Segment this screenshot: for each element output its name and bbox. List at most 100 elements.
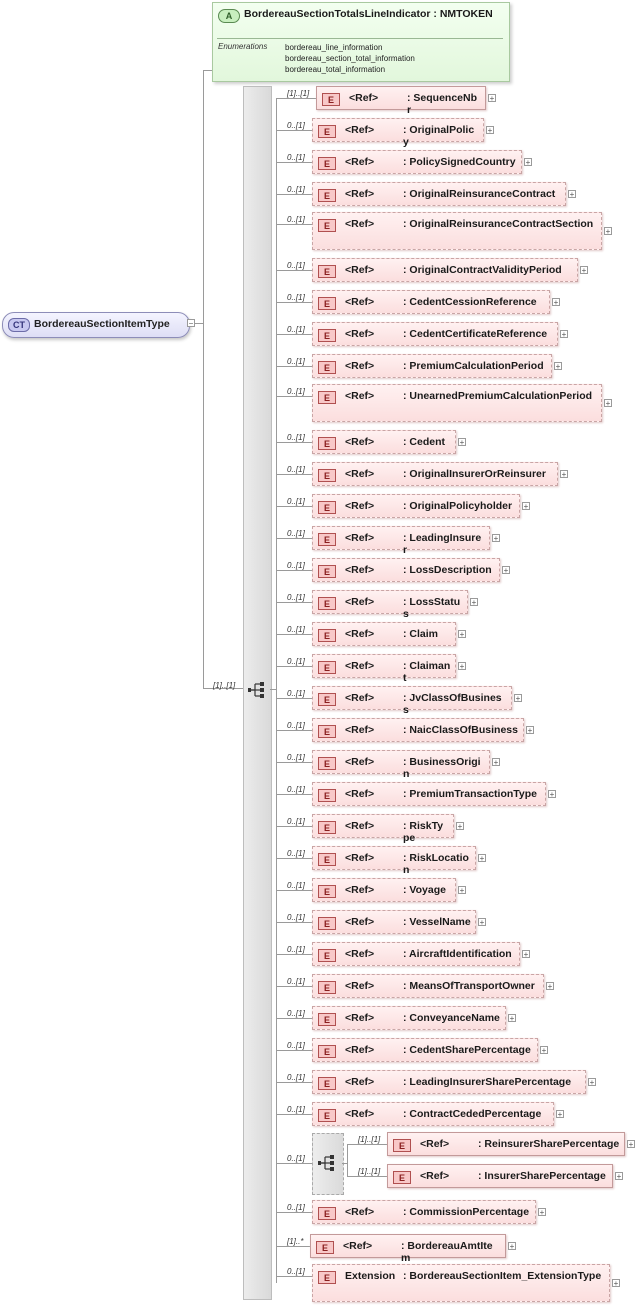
- expand-icon[interactable]: +: [560, 470, 568, 479]
- expand-icon[interactable]: +: [615, 1172, 623, 1181]
- element-box[interactable]: E<Ref>: LeadingInsurerSharePercentage: [312, 1070, 586, 1094]
- expand-icon[interactable]: +: [492, 534, 500, 543]
- element-box[interactable]: E<Ref>: PremiumTransactionType: [312, 782, 546, 806]
- expand-icon[interactable]: +: [492, 758, 500, 767]
- expand-icon[interactable]: +: [612, 1279, 620, 1288]
- element-badge: E: [318, 917, 336, 930]
- expand-icon[interactable]: +: [604, 227, 612, 236]
- element-multiplicity: 0..[1]: [287, 387, 305, 396]
- element-kind: <Ref>: [345, 948, 375, 960]
- expand-icon[interactable]: +: [627, 1140, 635, 1149]
- element-box[interactable]: E<Ref>: Voyage: [312, 878, 456, 902]
- element-box[interactable]: E<Ref>: ReinsurerSharePercentage: [387, 1132, 625, 1156]
- expand-icon[interactable]: +: [514, 694, 522, 703]
- expand-icon[interactable]: +: [524, 158, 532, 167]
- element-multiplicity: 0..[1]: [287, 465, 305, 474]
- expand-icon[interactable]: +: [546, 982, 554, 991]
- element-box[interactable]: E<Ref>: OriginalPolicyholder: [312, 494, 520, 518]
- element-box[interactable]: E<Ref>: Cedent: [312, 430, 456, 454]
- expand-icon[interactable]: +: [556, 1110, 564, 1119]
- expand-icon[interactable]: +: [538, 1208, 546, 1217]
- expand-icon[interactable]: +: [502, 566, 510, 575]
- element-box[interactable]: E<Ref>: OriginalReinsuranceContractSecti…: [312, 212, 602, 250]
- element-box[interactable]: E<Ref>: BordereauAmtItem: [310, 1234, 506, 1264]
- expand-icon[interactable]: +: [486, 126, 494, 135]
- collapse-icon[interactable]: −: [187, 319, 195, 328]
- expand-icon[interactable]: +: [522, 950, 530, 959]
- attribute-box[interactable]: A BordereauSectionTotalsLineIndicator : …: [212, 2, 510, 82]
- element-name: : PolicySignedCountry: [403, 156, 516, 168]
- element-box[interactable]: E<Ref>: NaicClassOfBusiness: [312, 718, 524, 742]
- element-box[interactable]: E<Ref>: LeadingInsurer: [312, 526, 490, 556]
- expand-icon[interactable]: +: [458, 662, 466, 671]
- expand-icon[interactable]: +: [540, 1046, 548, 1055]
- element-box[interactable]: E<Ref>: OriginalReinsuranceContract: [312, 182, 566, 206]
- element-box[interactable]: E<Ref>: CedentSharePercentage: [312, 1038, 538, 1062]
- expand-icon[interactable]: +: [588, 1078, 596, 1087]
- expand-icon[interactable]: +: [478, 854, 486, 863]
- element-badge: E: [318, 1109, 336, 1122]
- expand-icon[interactable]: +: [508, 1014, 516, 1023]
- element-box[interactable]: E<Ref>: PolicySignedCountry: [312, 150, 522, 174]
- element-name: : CommissionPercentage: [403, 1206, 530, 1218]
- element-box[interactable]: E<Ref>: SequenceNbr: [316, 86, 486, 116]
- expand-icon[interactable]: +: [568, 190, 576, 199]
- expand-icon[interactable]: +: [522, 502, 530, 511]
- element-badge: E: [318, 219, 336, 232]
- expand-icon[interactable]: +: [458, 886, 466, 895]
- element-box[interactable]: E<Ref>: MeansOfTransportOwner: [312, 974, 544, 998]
- connector-line: [276, 474, 312, 475]
- connector-line: [276, 1276, 312, 1277]
- element-name: : Cedent: [403, 436, 445, 448]
- element-box[interactable]: E<Ref>: VesselName: [312, 910, 476, 934]
- expand-icon[interactable]: +: [548, 790, 556, 799]
- element-box[interactable]: E<Ref>: Claim: [312, 622, 456, 646]
- element-box[interactable]: E<Ref>: ContractCededPercentage: [312, 1102, 554, 1126]
- element-badge: E: [318, 1207, 336, 1220]
- expand-icon[interactable]: +: [458, 630, 466, 639]
- element-kind: <Ref>: [345, 756, 375, 768]
- element-box[interactable]: E<Ref>: CedentCessionReference: [312, 290, 550, 314]
- expand-icon[interactable]: +: [580, 266, 588, 275]
- connector-line: [276, 730, 312, 731]
- element-box[interactable]: E<Ref>: OriginalInsurerOrReinsurer: [312, 462, 558, 486]
- expand-icon[interactable]: +: [508, 1242, 516, 1251]
- expand-icon[interactable]: +: [478, 918, 486, 927]
- element-box[interactable]: E<Ref>: InsurerSharePercentage: [387, 1164, 613, 1188]
- element-box[interactable]: E<Ref>: OriginalContractValidityPeriod: [312, 258, 578, 282]
- element-kind: <Ref>: [345, 1012, 375, 1024]
- element-box[interactable]: E<Ref>: BusinessOrigin: [312, 750, 490, 780]
- element-box[interactable]: E<Ref>: CedentCertificateReference: [312, 322, 558, 346]
- expand-icon[interactable]: +: [604, 399, 612, 408]
- expand-icon[interactable]: +: [552, 298, 560, 307]
- element-kind: <Ref>: [420, 1138, 450, 1150]
- connector-line: [276, 1082, 312, 1083]
- element-box[interactable]: E<Ref>: RiskType: [312, 814, 454, 844]
- element-box[interactable]: E<Ref>: RiskLocation: [312, 846, 476, 876]
- expand-icon[interactable]: +: [526, 726, 534, 735]
- element-box[interactable]: E<Ref>: Claimant: [312, 654, 456, 684]
- expand-icon[interactable]: +: [560, 330, 568, 339]
- expand-icon[interactable]: +: [488, 94, 496, 103]
- element-box[interactable]: E<Ref>: LossDescription: [312, 558, 500, 582]
- element-multiplicity: 0..[1]: [287, 529, 305, 538]
- element-box[interactable]: E<Ref>: OriginalPolicy: [312, 118, 484, 148]
- element-multiplicity: 0..[1]: [287, 185, 305, 194]
- element-box[interactable]: E<Ref>: ConveyanceName: [312, 1006, 506, 1030]
- element-kind: <Ref>: [345, 296, 375, 308]
- element-box[interactable]: E<Ref>: UnearnedPremiumCalculationPeriod: [312, 384, 602, 422]
- element-box[interactable]: E<Ref>: PremiumCalculationPeriod: [312, 354, 552, 378]
- element-box[interactable]: E<Ref>: JvClassOfBusiness: [312, 686, 512, 716]
- element-kind: <Ref>: [345, 692, 375, 704]
- expand-icon[interactable]: +: [458, 438, 466, 447]
- expand-icon[interactable]: +: [456, 822, 464, 831]
- element-box[interactable]: E<Ref>: CommissionPercentage: [312, 1200, 536, 1224]
- complex-type-box[interactable]: CT BordereauSectionItemType: [2, 312, 190, 338]
- expand-icon[interactable]: +: [554, 362, 562, 371]
- element-badge: E: [322, 93, 340, 106]
- element-box[interactable]: E<Ref>: AircraftIdentification: [312, 942, 520, 966]
- expand-icon[interactable]: +: [470, 598, 478, 607]
- element-kind: <Ref>: [345, 788, 375, 800]
- element-box[interactable]: E<Ref>: LossStatus: [312, 590, 468, 620]
